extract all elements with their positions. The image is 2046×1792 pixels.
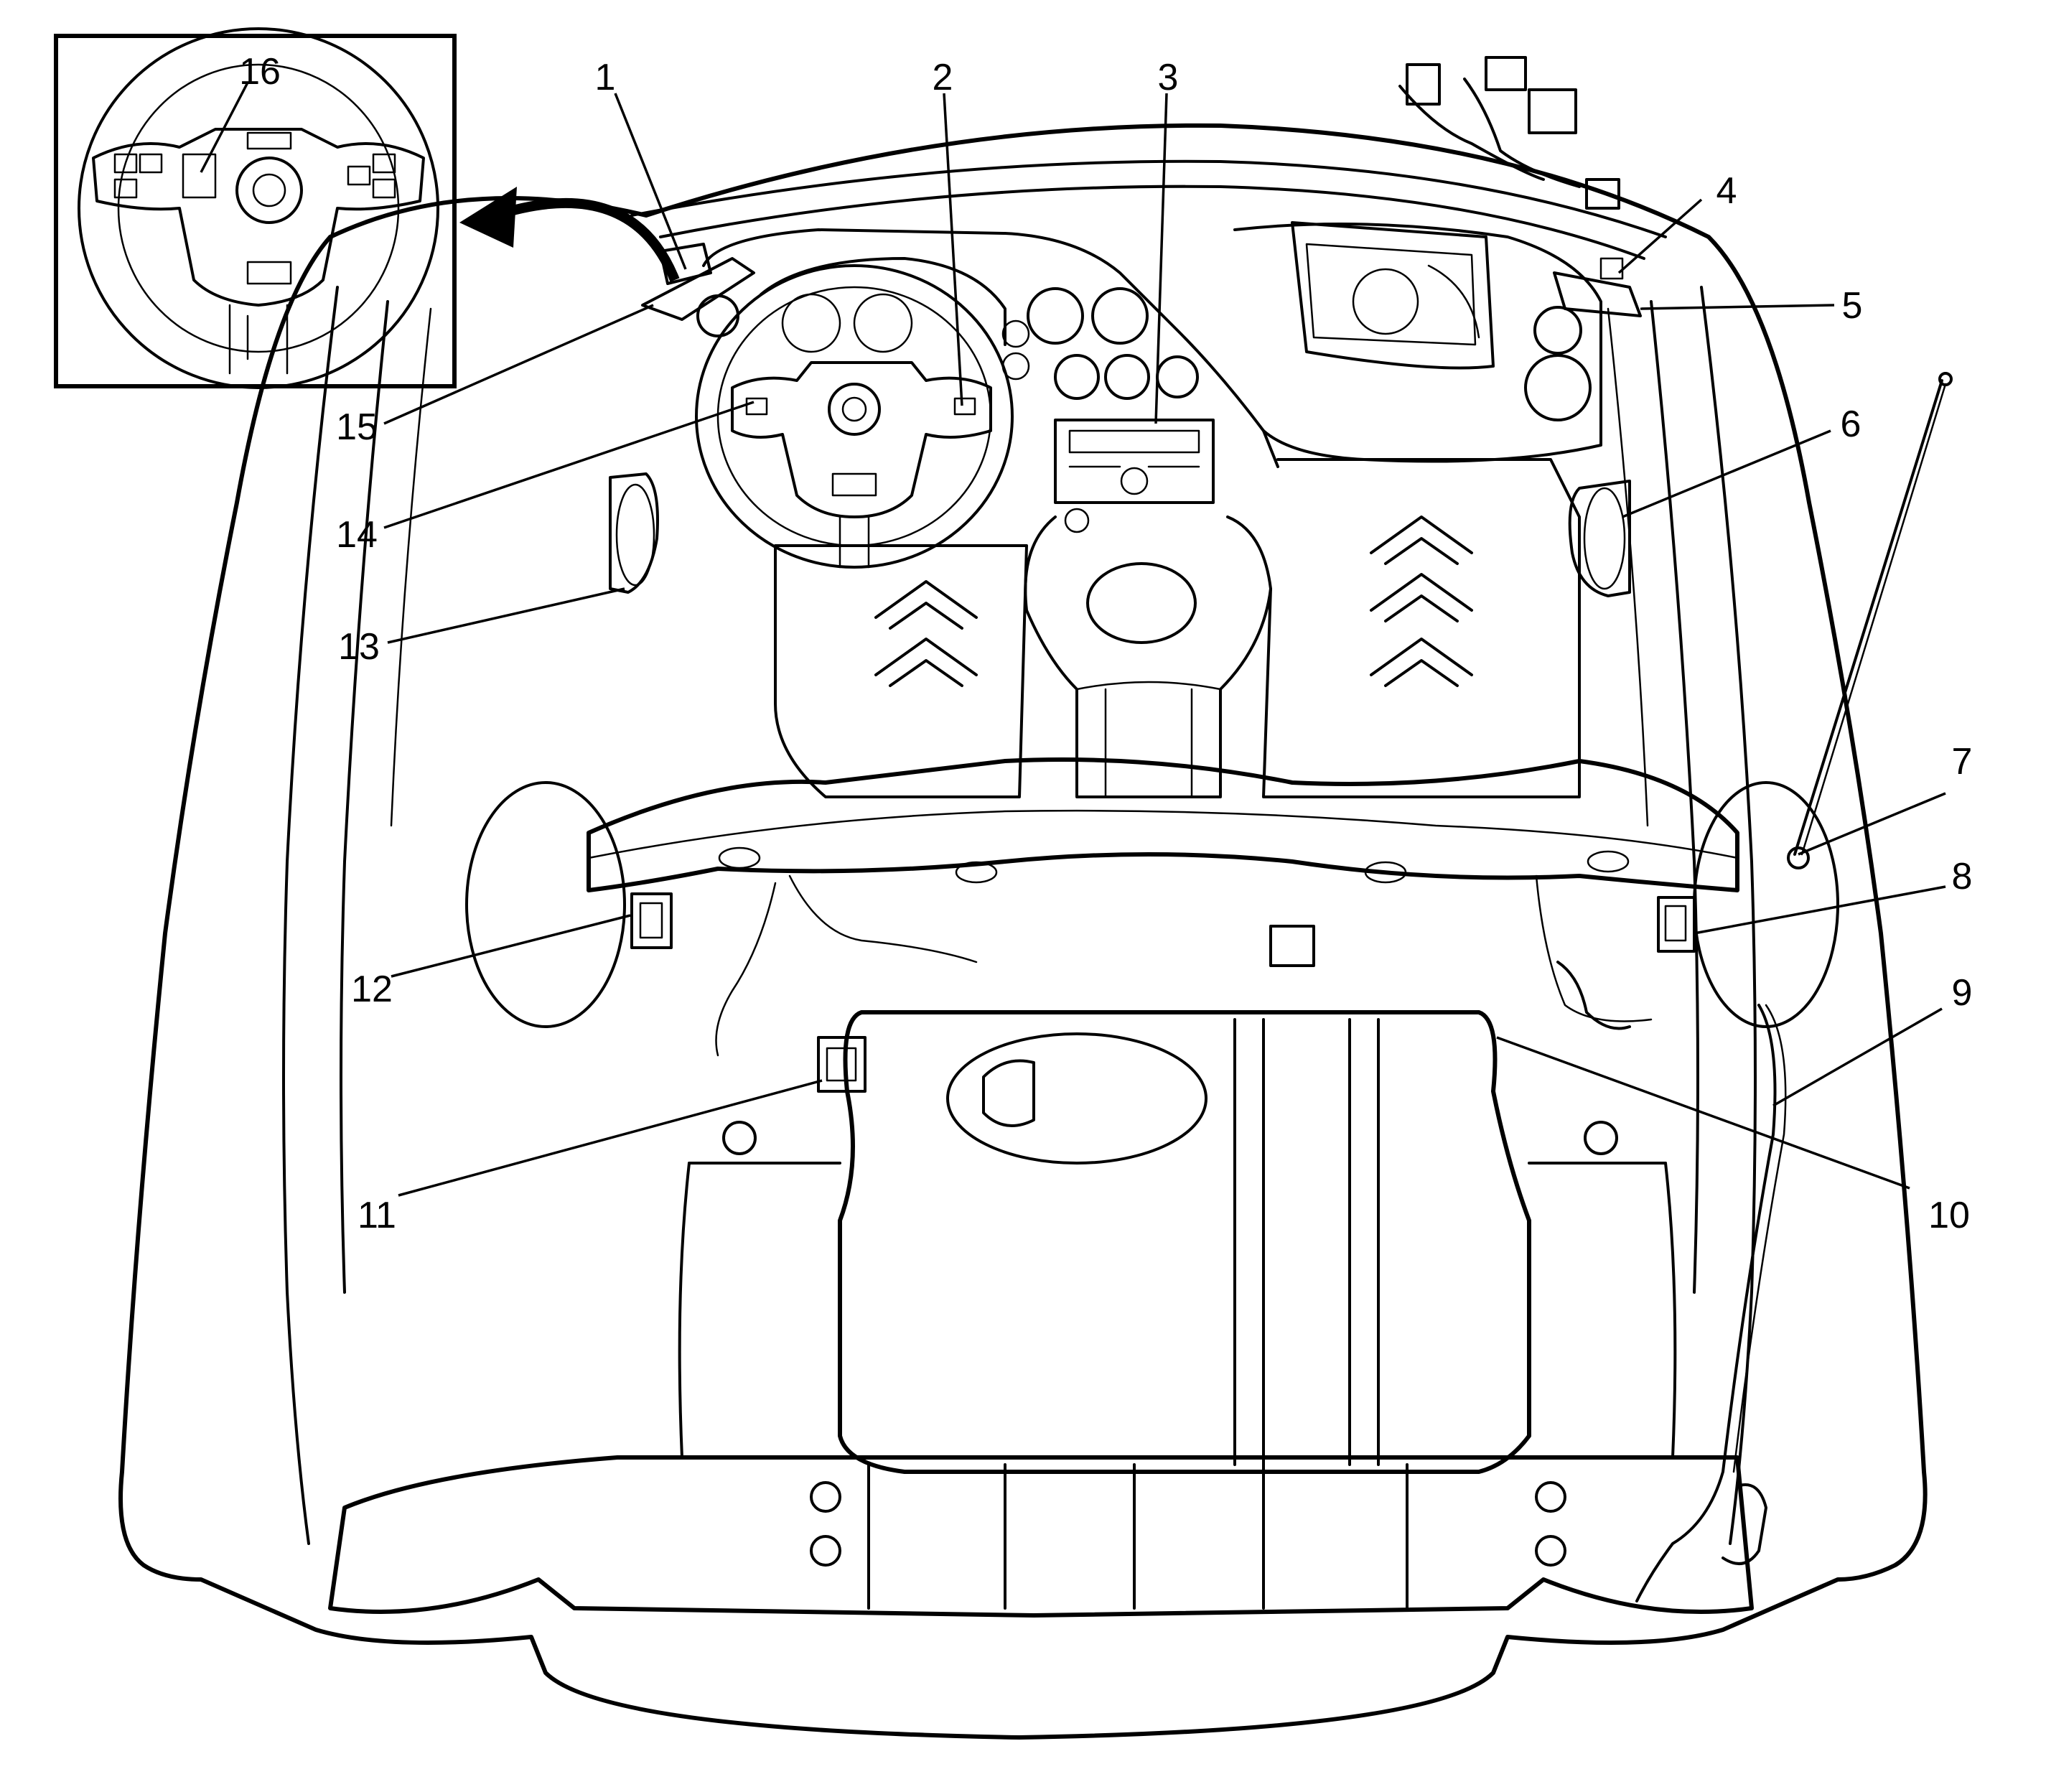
callout-11: 11: [358, 1195, 396, 1236]
vehicle-body-outline: [118, 123, 1928, 1740]
callout-10: 10: [1928, 1195, 1970, 1236]
door-speaker-left: [609, 472, 659, 594]
leader-line-16: [200, 82, 249, 173]
callout-5: 5: [1842, 285, 1863, 327]
a-pillar-left-component: [641, 243, 755, 321]
callout-labels: 1 2 3 4 5 6 7 8 9 10 11 12 13 14 15 16: [239, 51, 1972, 1236]
callout-13: 13: [338, 626, 380, 668]
callout-8: 8: [1952, 856, 1973, 897]
leader-line-9: [1772, 1007, 1943, 1107]
leader-line-13: [387, 587, 625, 644]
left-connector-module: [817, 1036, 866, 1093]
leader-lines: [383, 93, 1946, 1197]
right-rear-module: [1657, 896, 1696, 953]
floor-and-console: [587, 458, 1739, 1057]
leader-line-3: [1154, 93, 1168, 424]
callout-15: 15: [336, 406, 378, 448]
leader-line-15: [383, 304, 654, 425]
leader-line-8: [1694, 885, 1946, 935]
callout-3: 3: [1158, 57, 1179, 98]
callout-6: 6: [1841, 403, 1862, 445]
callout-2: 2: [933, 57, 953, 98]
callout-16: 16: [239, 51, 281, 93]
leader-line-1: [614, 93, 687, 270]
leader-line-5: [1640, 304, 1835, 310]
steering-wheel-inset: [54, 27, 457, 389]
callout-1: 1: [595, 57, 616, 98]
left-rear-module: [630, 892, 673, 949]
right-harness-module: [1269, 925, 1631, 1030]
callout-12: 12: [351, 969, 393, 1010]
leader-line-10: [1496, 1036, 1910, 1190]
leader-line-6: [1622, 429, 1831, 518]
steering-wheel: [695, 264, 1014, 569]
rear-compartment: [328, 1004, 1787, 1618]
door-speaker-right: [1568, 480, 1631, 597]
leader-line-7: [1798, 792, 1946, 856]
leader-line-2: [943, 93, 963, 406]
roof-harness-connectors: [1398, 56, 1620, 210]
a-pillar-right-component: [1553, 257, 1642, 317]
antenna-mast: [1787, 372, 1953, 869]
leader-line-14: [383, 401, 755, 529]
callout-7: 7: [1952, 741, 1973, 783]
callout-14: 14: [336, 514, 378, 556]
leader-line-11: [398, 1079, 823, 1197]
leader-line-4: [1617, 198, 1703, 274]
callout-4: 4: [1716, 170, 1737, 212]
callout-9: 9: [1952, 972, 1973, 1014]
leader-line-12: [391, 914, 631, 978]
